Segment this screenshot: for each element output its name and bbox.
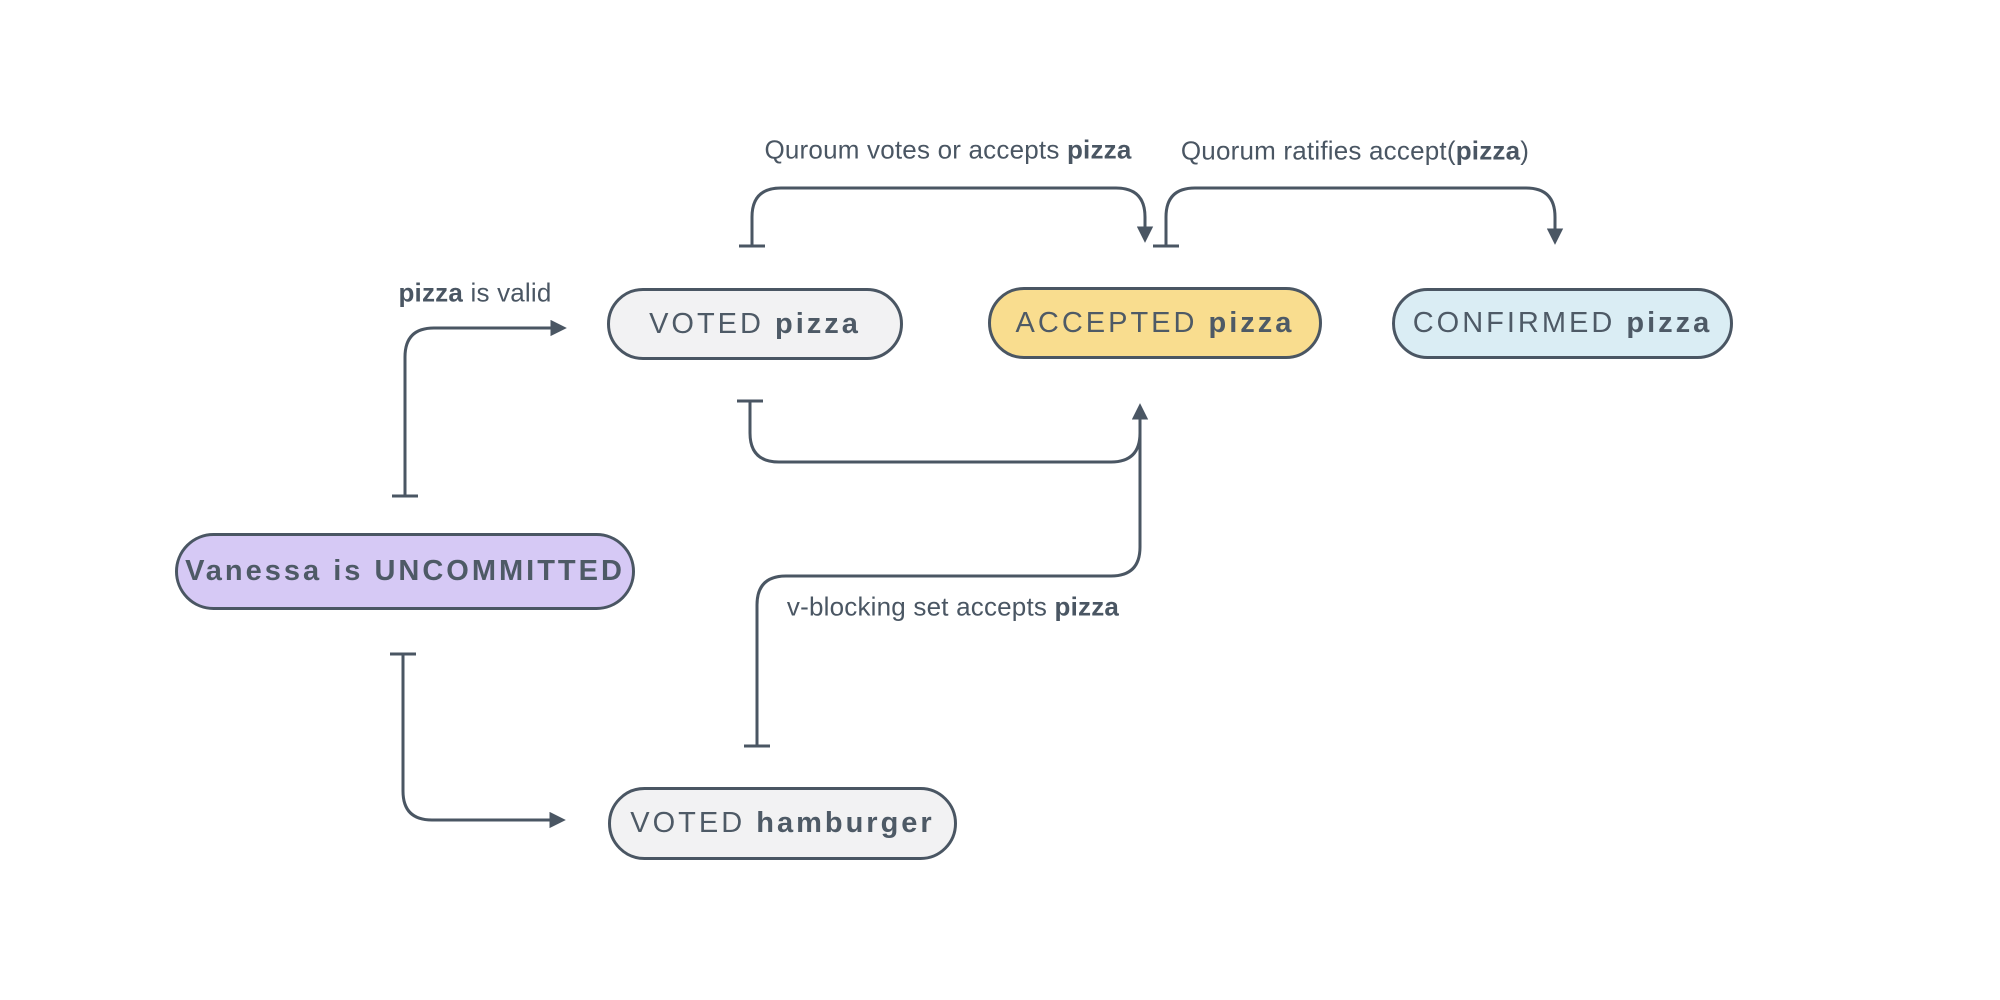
node-voted-pizza-label: VOTED pizza xyxy=(649,307,861,340)
node-voted-pizza: VOTED pizza xyxy=(607,288,903,360)
node-accepted-pizza-label: ACCEPTED pizza xyxy=(1015,306,1295,339)
edge-pizza-is-valid xyxy=(403,319,567,496)
edge-quorum-votes xyxy=(750,186,1154,246)
edge-label-v-blocking: v-blocking set accepts pizza xyxy=(786,591,1120,622)
edge-quorum-ratifies xyxy=(1164,186,1564,246)
node-voted-hamburger: VOTED hamburger xyxy=(608,787,957,860)
node-accepted-pizza: ACCEPTED pizza xyxy=(988,287,1322,359)
node-uncommitted-label: Vanessa is UNCOMMITTED xyxy=(185,555,625,587)
edge-label-quorum-ratifies: Quorum ratifies accept(pizza) xyxy=(1180,135,1530,166)
edge-uncommitted-to-hamburger xyxy=(401,654,566,829)
node-voted-hamburger-label: VOTED hamburger xyxy=(630,807,935,839)
edge-label-pizza-is-valid: pizza is valid xyxy=(398,277,552,308)
edge-v-blocking xyxy=(755,403,1149,746)
edge-voted-to-accepted xyxy=(748,401,1142,464)
node-confirmed-pizza: CONFIRMED pizza xyxy=(1392,288,1733,359)
node-confirmed-pizza-label: CONFIRMED pizza xyxy=(1412,307,1713,339)
edge-label-quorum-votes: Quroum votes or accepts pizza xyxy=(764,134,1132,165)
node-uncommitted: Vanessa is UNCOMMITTED xyxy=(175,533,635,610)
